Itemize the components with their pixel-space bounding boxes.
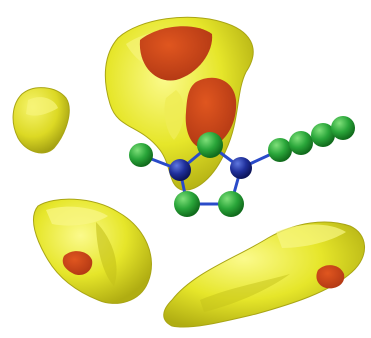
- molecule-atoms: [129, 116, 355, 217]
- left-small-lobe: [12, 87, 70, 154]
- lower-left-core-red: [62, 251, 93, 276]
- atom-green: [289, 131, 313, 155]
- lower-right-core-red: [316, 265, 345, 289]
- middle-core-red: [185, 77, 237, 149]
- lower-left-lobe: [33, 198, 152, 304]
- atom-blue: [230, 157, 252, 179]
- atom-green: [331, 116, 355, 140]
- lower-right-lobe: [163, 221, 365, 328]
- top-core-red: [139, 26, 213, 81]
- atom-green: [174, 191, 200, 217]
- atom-green: [311, 123, 335, 147]
- atom-green: [197, 132, 223, 158]
- atom-green: [268, 138, 292, 162]
- atom-blue: [169, 159, 191, 181]
- atom-green: [218, 191, 244, 217]
- atom-green: [129, 143, 153, 167]
